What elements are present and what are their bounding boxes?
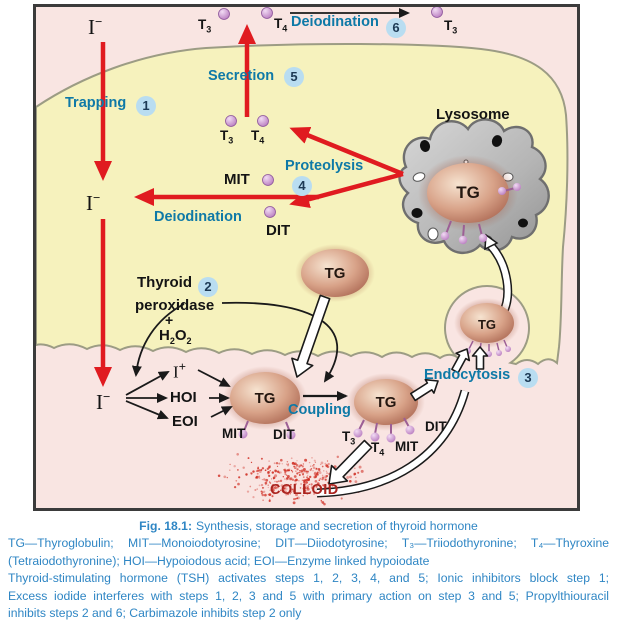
eoi-label: EOI bbox=[172, 413, 198, 430]
tg-exocytosis-arrow bbox=[291, 294, 331, 378]
step-5-badge: 5 bbox=[284, 67, 304, 87]
proteolysis-arrow-upper bbox=[289, 126, 404, 177]
lysosome-label: Lysosome bbox=[436, 106, 510, 123]
tg-label-mid: TG bbox=[324, 265, 346, 282]
t4-label-mid: T4 bbox=[251, 128, 265, 146]
coupling-label: Coupling bbox=[288, 402, 351, 418]
mit-label-mid: MIT bbox=[224, 171, 250, 188]
thyroid-peroxidase-label-2: peroxidase bbox=[135, 297, 215, 314]
mit-label-tg1: MIT bbox=[222, 426, 246, 441]
tg-label-colloid-2: TG bbox=[375, 394, 397, 411]
red-arrows bbox=[94, 24, 404, 387]
proteolysis-label: Proteolysis bbox=[285, 158, 364, 174]
hormone-dots bbox=[218, 7, 443, 218]
plus-sign: + bbox=[165, 312, 174, 328]
tg-colloid-1 bbox=[223, 366, 307, 440]
caption-line-2: TG—Thyroglobulin; MIT—Monoiodotyrosine; … bbox=[8, 536, 609, 551]
iodinium-label: I+ bbox=[173, 359, 186, 382]
trapping-label: Trapping bbox=[65, 95, 127, 111]
caption-title-text: Synthesis, storage and secretion of thyr… bbox=[196, 519, 478, 533]
peroxidase-left-arrow bbox=[131, 303, 185, 377]
tg-label-colloid-1: TG bbox=[254, 390, 276, 407]
caption-fig-number: Fig. 18.1: bbox=[139, 519, 192, 533]
t3-label-mid: T3 bbox=[220, 128, 234, 146]
caption-line-3: (Tetraiodothyronine); HOI—Hypoiodous aci… bbox=[8, 553, 430, 568]
t4-label-tg2: T4 bbox=[371, 440, 385, 458]
colloid-label: COLLOID bbox=[270, 482, 339, 498]
hoi-label: HOI bbox=[170, 389, 197, 406]
step-1-badge: 1 bbox=[136, 96, 156, 116]
iodide-ion-top: I− bbox=[88, 14, 102, 39]
step-2-badge: 2 bbox=[198, 277, 218, 297]
iodide-ion-bottom: I− bbox=[96, 389, 110, 414]
diagram-canvas bbox=[36, 7, 569, 506]
t4-label-top: T4 bbox=[274, 16, 288, 34]
step-4-badge: 4 bbox=[292, 176, 312, 196]
black-arrows bbox=[125, 8, 410, 420]
caption-title: Fig. 18.1: Synthesis, storage and secreti… bbox=[8, 518, 609, 535]
deiodination-mid-label: Deiodination bbox=[154, 209, 242, 225]
tg-label-vesicle: TG bbox=[477, 317, 497, 332]
colloid-to-endocytosis-arrow bbox=[316, 389, 470, 498]
dit-label-tg1: DIT bbox=[273, 427, 295, 442]
t3-label-top: T3 bbox=[198, 17, 212, 35]
dit-label-mid: DIT bbox=[266, 222, 291, 239]
thyroid-peroxidase-label-1: Thyroid bbox=[137, 274, 192, 291]
mit-label-tg2: MIT bbox=[395, 439, 419, 454]
iodide-ion-mid: I− bbox=[86, 190, 100, 215]
h2o2-label: H2O2 bbox=[159, 327, 192, 346]
caption-line-5: Excess iodide interferes with steps 1, 2… bbox=[8, 588, 609, 603]
caption-line-6: inhibits steps 2 and 6; Carbimazole inhi… bbox=[8, 606, 302, 621]
endocytosis-small-arrow-1 bbox=[451, 348, 471, 374]
t3-label-top-right: T3 bbox=[444, 18, 458, 36]
tg-in-lysosome bbox=[418, 155, 521, 245]
tg-in-vesicle bbox=[454, 298, 520, 357]
caption-line-4: Thyroid-stimulating hormone (TSH) activa… bbox=[8, 571, 609, 586]
white-arrows bbox=[291, 294, 489, 485]
secretion-label: Secretion bbox=[208, 68, 275, 84]
endocytosis-small-arrow-2 bbox=[471, 346, 489, 370]
figure-caption: Fig. 18.1: Synthesis, storage and secreti… bbox=[8, 518, 609, 622]
tg-mid-cell bbox=[295, 244, 375, 302]
step-6-badge: 6 bbox=[386, 18, 406, 38]
tg-label-lysosome: TG bbox=[456, 183, 480, 202]
step-3-badge: 3 bbox=[518, 368, 538, 388]
deiodination-top-label: Deiodination bbox=[291, 14, 379, 30]
tg2-to-endocytosis-arrow bbox=[409, 378, 439, 402]
figure-panel: I− T3 T4 Deiodination 6 T3 Secretion 5 T… bbox=[33, 4, 580, 511]
dit-label-tg2: DIT bbox=[425, 419, 447, 434]
endocytosis-label: Endocytosis bbox=[424, 367, 511, 383]
t3-label-tg2: T3 bbox=[342, 429, 356, 447]
tg-colloid-2 bbox=[347, 373, 425, 443]
proteolysis-arrow-lower bbox=[289, 171, 404, 209]
tg-to-colloid-arrow bbox=[328, 439, 373, 485]
